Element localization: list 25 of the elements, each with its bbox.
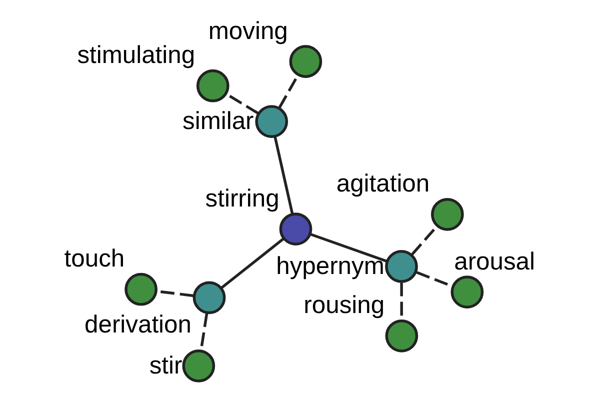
connector bbox=[274, 136, 294, 214]
node-label: stimulating bbox=[77, 42, 196, 70]
node-label: rousing bbox=[304, 292, 385, 320]
node-label: arousal bbox=[454, 248, 536, 276]
node-label: stirring bbox=[205, 185, 280, 212]
node-circle bbox=[279, 212, 312, 246]
node-circle bbox=[255, 105, 288, 138]
node-label: agitation bbox=[336, 170, 430, 198]
node-circle bbox=[192, 281, 226, 314]
node-label: stir bbox=[149, 352, 182, 380]
node-label: touch bbox=[64, 246, 125, 273]
node-circle bbox=[124, 272, 158, 306]
node-circle bbox=[450, 276, 484, 308]
node-circle bbox=[182, 349, 216, 382]
node-label: derivation bbox=[84, 311, 192, 338]
node-label: hypernym bbox=[276, 252, 384, 280]
connector bbox=[220, 238, 285, 289]
node-label: moving bbox=[208, 18, 288, 45]
node-label: similar bbox=[182, 108, 254, 135]
node-circle bbox=[196, 69, 230, 102]
node-circle bbox=[385, 319, 418, 352]
connector bbox=[310, 232, 387, 262]
node-circle bbox=[385, 250, 418, 283]
node-circle bbox=[289, 45, 322, 78]
node-circle bbox=[430, 198, 464, 231]
